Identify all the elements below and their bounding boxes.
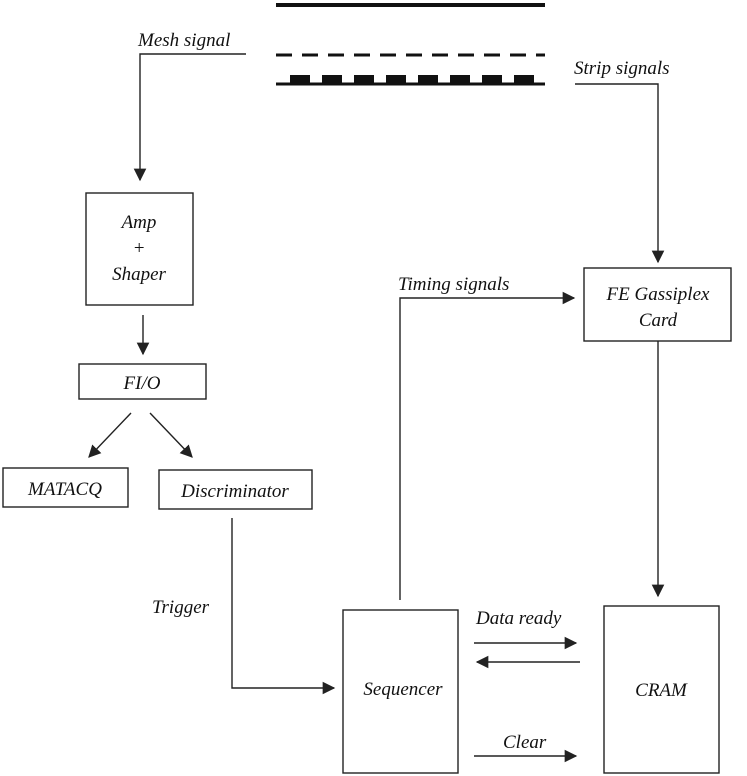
trigger-label: Trigger: [152, 597, 210, 618]
cram-label: CRAM: [635, 680, 688, 701]
clear-label: Clear: [503, 732, 547, 753]
detector-planes: [276, 3, 545, 86]
trigger-line: [231, 518, 336, 695]
discriminator-box: [158, 469, 313, 510]
mesh-signal-label: Mesh signal: [137, 30, 230, 51]
mesh-signal-line: [133, 53, 246, 182]
fio-label: FI/O: [123, 373, 161, 394]
data-ready-label: Data ready: [475, 608, 562, 629]
amp-label: Amp: [120, 212, 157, 233]
strip-signals-line: [575, 83, 665, 264]
amp-shaper-box: [85, 192, 194, 306]
cram-box: [603, 605, 720, 774]
fe-gassiplex-card-box: [583, 267, 732, 342]
amp-plus-label: +: [133, 238, 146, 259]
timing-signals-line: [399, 291, 576, 600]
matacq-label: MATACQ: [27, 479, 102, 500]
fio-box: [78, 363, 207, 400]
matacq-box: [2, 467, 129, 508]
sequencer-box: [342, 609, 459, 774]
fe-gassiplex-label: FE Gassiplex: [606, 284, 710, 305]
shaper-label: Shaper: [112, 264, 166, 285]
sequencer-label: Sequencer: [363, 679, 443, 700]
timing-signals-label: Timing signals: [398, 274, 509, 295]
discriminator-label: Discriminator: [180, 481, 289, 502]
fio-to-discriminator-arrow: [149, 412, 193, 458]
strip-signals-label: Strip signals: [574, 58, 670, 79]
fe-card-label: Card: [639, 310, 678, 331]
fio-to-matacq-arrow: [88, 412, 132, 458]
